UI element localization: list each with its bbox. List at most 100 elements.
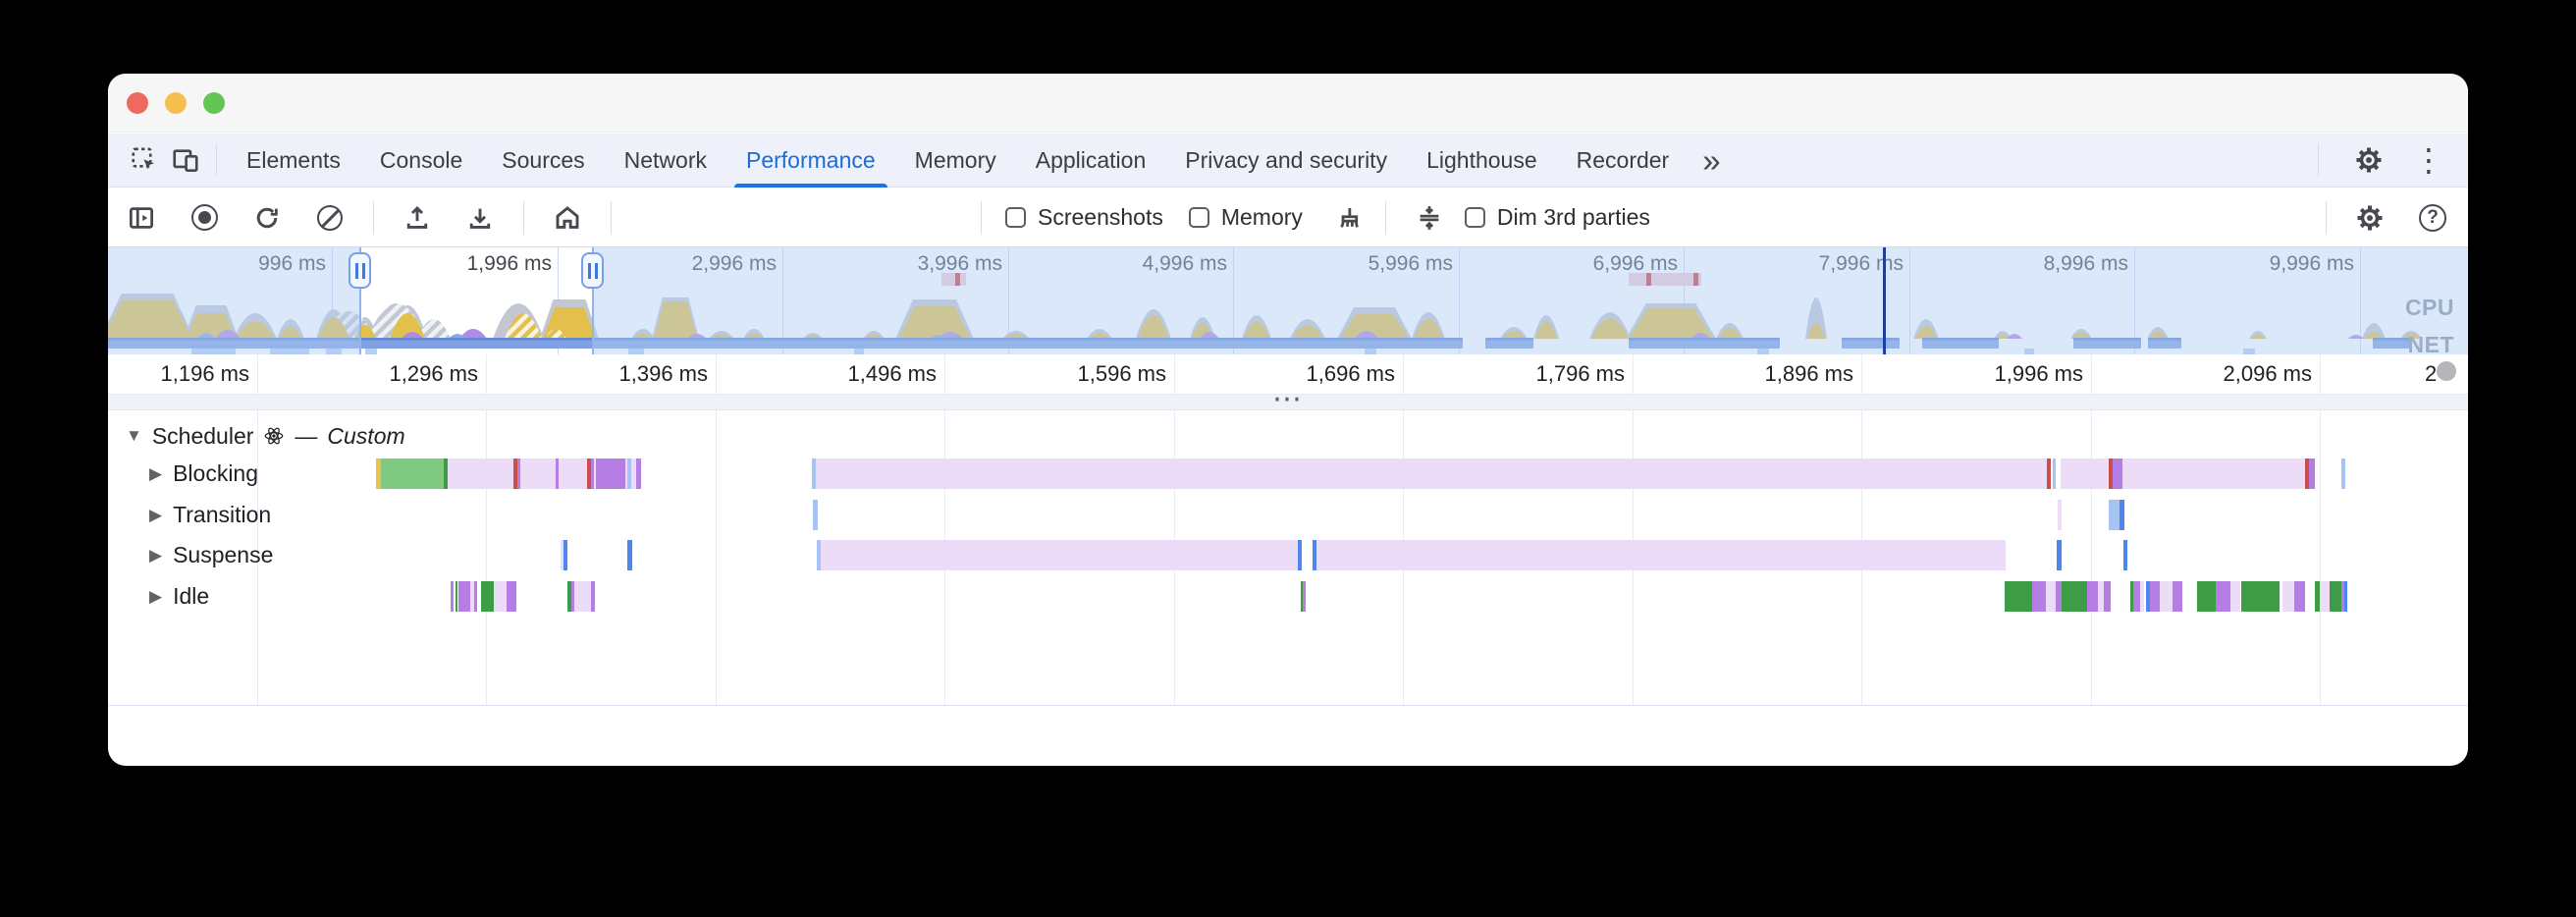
- track-event-idle[interactable]: [2146, 581, 2150, 612]
- track-event-idle[interactable]: [2133, 581, 2140, 612]
- tab-privacy-and-security[interactable]: Privacy and security: [1185, 146, 1388, 173]
- tab-memory[interactable]: Memory: [914, 146, 996, 173]
- track-event-blocking[interactable]: [444, 458, 448, 489]
- track-event-idle[interactable]: [2294, 581, 2305, 612]
- track-event-idle[interactable]: [567, 581, 571, 612]
- tab-application[interactable]: Application: [1035, 146, 1147, 173]
- track-event-blocking[interactable]: [2053, 458, 2056, 489]
- track-event-idle[interactable]: [2062, 581, 2087, 612]
- capture-settings-gear-icon[interactable]: [2350, 198, 2389, 238]
- tab-elements[interactable]: Elements: [246, 146, 341, 173]
- track-event-idle[interactable]: [2160, 581, 2173, 612]
- track-event-idle[interactable]: [2087, 581, 2098, 612]
- zoom-window-button[interactable]: [203, 92, 225, 114]
- collapse-triangle-icon[interactable]: ▼: [126, 426, 142, 445]
- track-event-idle[interactable]: [2241, 581, 2280, 612]
- home-live-metrics-icon[interactable]: [548, 198, 587, 238]
- track-event-idle[interactable]: [456, 581, 457, 612]
- track-event-idle[interactable]: [474, 581, 477, 612]
- track-event-idle[interactable]: [1301, 581, 1303, 612]
- track-event-idle[interactable]: [2330, 581, 2341, 612]
- track-event-blocking[interactable]: [591, 458, 594, 489]
- tab-performance[interactable]: Performance: [726, 134, 895, 188]
- row-suspense[interactable]: ▶ Suspense: [149, 540, 273, 570]
- tab-lighthouse[interactable]: Lighthouse: [1426, 146, 1537, 173]
- track-event-blocking[interactable]: [513, 458, 517, 489]
- track-event-suspense[interactable]: [1298, 540, 1302, 570]
- track-event-transition[interactable]: [2058, 500, 2062, 530]
- track-event-idle[interactable]: [2005, 581, 2032, 612]
- expand-triangle-icon[interactable]: ▶: [149, 505, 163, 524]
- track-event-suspense[interactable]: [1316, 540, 2006, 570]
- track-event-idle[interactable]: [494, 581, 507, 612]
- row-blocking[interactable]: ▶ Blocking: [149, 458, 258, 489]
- track-event-idle[interactable]: [2341, 581, 2344, 612]
- track-event-idle[interactable]: [2046, 581, 2056, 612]
- track-event-blocking[interactable]: [2305, 458, 2309, 489]
- track-event-transition[interactable]: [2109, 500, 2120, 530]
- track-event-suspense[interactable]: [561, 540, 564, 570]
- track-event-transition[interactable]: [813, 500, 818, 530]
- track-event-blocking[interactable]: [520, 458, 556, 489]
- track-event-idle[interactable]: [481, 581, 494, 612]
- track-event-blocking[interactable]: [816, 458, 2047, 489]
- reload-and-record-icon[interactable]: [247, 198, 287, 238]
- track-event-suspense[interactable]: [2123, 540, 2127, 570]
- minimize-window-button[interactable]: [165, 92, 187, 114]
- track-header-scheduler[interactable]: ▼ Scheduler — Custom: [126, 419, 405, 453]
- track-event-idle[interactable]: [2130, 581, 2133, 612]
- memory-checkbox[interactable]: [1188, 207, 1209, 228]
- row-transition[interactable]: ▶ Transition: [149, 500, 271, 530]
- track-event-blocking[interactable]: [559, 458, 587, 489]
- track-event-blocking[interactable]: [596, 458, 625, 489]
- collapse-tracks-icon[interactable]: [1410, 198, 1449, 238]
- track-event-blocking[interactable]: [587, 458, 591, 489]
- track-event-blocking[interactable]: [636, 458, 641, 489]
- track-event-blocking[interactable]: [2309, 458, 2315, 489]
- upload-profile-icon[interactable]: [398, 198, 437, 238]
- more-tabs-icon[interactable]: »: [1702, 141, 1721, 179]
- inspect-element-icon[interactable]: [124, 139, 165, 181]
- track-event-idle[interactable]: [2230, 581, 2240, 612]
- track-event-suspense[interactable]: [1313, 540, 1316, 570]
- expand-triangle-icon[interactable]: ▶: [149, 463, 163, 483]
- clear-recording-icon[interactable]: [310, 198, 349, 238]
- customize-devtools-kebab-icon[interactable]: ⋮: [2413, 142, 2444, 178]
- track-event-blocking[interactable]: [517, 458, 520, 489]
- track-event-idle[interactable]: [2098, 581, 2104, 612]
- device-toolbar-icon[interactable]: [165, 139, 206, 181]
- track-event-idle[interactable]: [2320, 581, 2330, 612]
- track-event-idle[interactable]: [2315, 581, 2320, 612]
- track-event-idle[interactable]: [451, 581, 454, 612]
- track-event-idle[interactable]: [470, 581, 474, 612]
- track-event-blocking[interactable]: [812, 458, 816, 489]
- track-event-blocking[interactable]: [2113, 458, 2122, 489]
- track-event-blocking[interactable]: [448, 458, 513, 489]
- expand-triangle-icon[interactable]: ▶: [149, 545, 163, 565]
- track-event-idle[interactable]: [2150, 581, 2160, 612]
- track-event-blocking[interactable]: [594, 458, 596, 489]
- track-event-blocking[interactable]: [2109, 458, 2113, 489]
- record-button[interactable]: [185, 198, 224, 238]
- selection-left-handle[interactable]: [349, 252, 371, 289]
- track-event-idle[interactable]: [2140, 581, 2144, 612]
- track-event-suspense[interactable]: [2057, 540, 2062, 570]
- track-event-blocking[interactable]: [2047, 458, 2051, 489]
- track-event-blocking[interactable]: [376, 458, 381, 489]
- track-event-idle[interactable]: [2197, 581, 2216, 612]
- tab-sources[interactable]: Sources: [502, 146, 585, 173]
- track-event-idle[interactable]: [2032, 581, 2046, 612]
- tab-console[interactable]: Console: [379, 146, 463, 173]
- track-event-blocking[interactable]: [556, 458, 559, 489]
- track-event-idle[interactable]: [2104, 581, 2111, 612]
- track-event-idle[interactable]: [2056, 581, 2062, 612]
- toggle-sidebar-icon[interactable]: [122, 198, 161, 238]
- track-event-blocking[interactable]: [625, 458, 627, 489]
- track-event-idle[interactable]: [507, 581, 516, 612]
- track-event-idle[interactable]: [458, 581, 470, 612]
- tab-network[interactable]: Network: [623, 146, 707, 173]
- row-idle[interactable]: ▶ Idle: [149, 581, 209, 612]
- track-event-idle[interactable]: [1303, 581, 1306, 612]
- screenshots-checkbox[interactable]: [1005, 207, 1026, 228]
